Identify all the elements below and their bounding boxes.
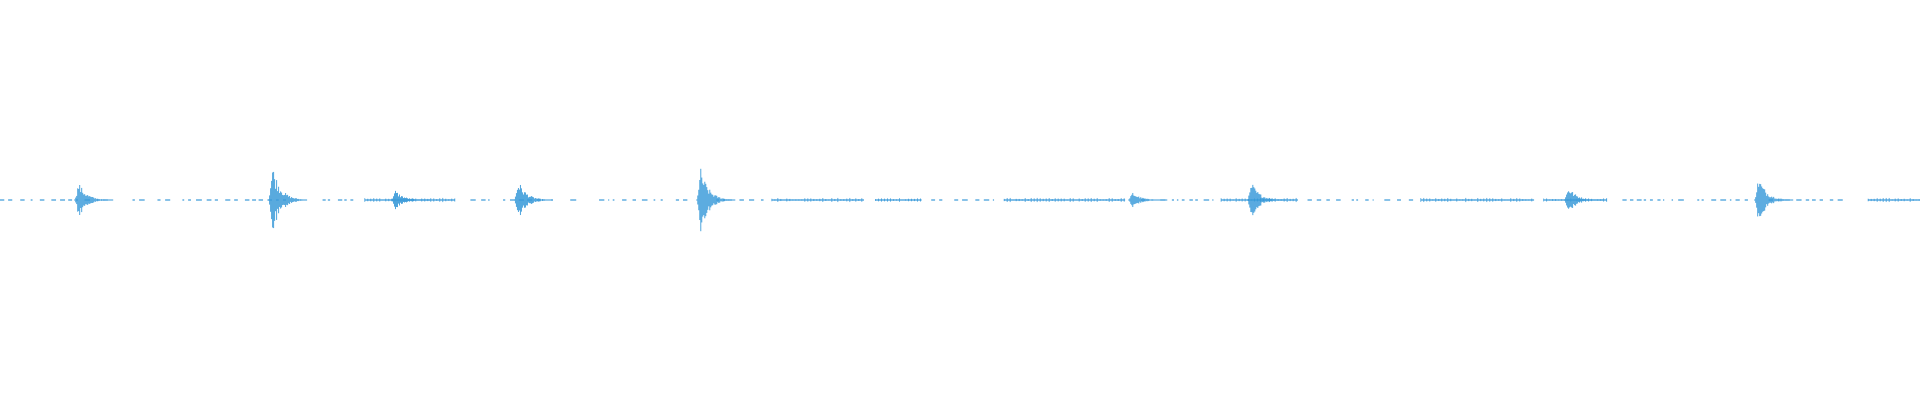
waveform-segments — [0, 197, 1920, 203]
waveform-burst — [391, 190, 430, 210]
waveform-burst — [696, 168, 736, 232]
waveform-burst — [1754, 183, 1794, 217]
waveform-segment — [1420, 197, 1535, 203]
waveform-segment — [1003, 197, 1126, 203]
waveform-bursts — [74, 168, 1794, 232]
waveform-burst — [1247, 184, 1287, 216]
waveform-segment — [875, 198, 922, 202]
waveform-burst — [268, 171, 308, 229]
waveform-burst — [1564, 191, 1604, 209]
waveform-burst — [513, 184, 553, 216]
waveform-burst — [1128, 192, 1168, 208]
waveform-burst — [74, 185, 114, 215]
waveform-segment — [1867, 197, 1920, 203]
waveform-segment — [771, 197, 864, 203]
